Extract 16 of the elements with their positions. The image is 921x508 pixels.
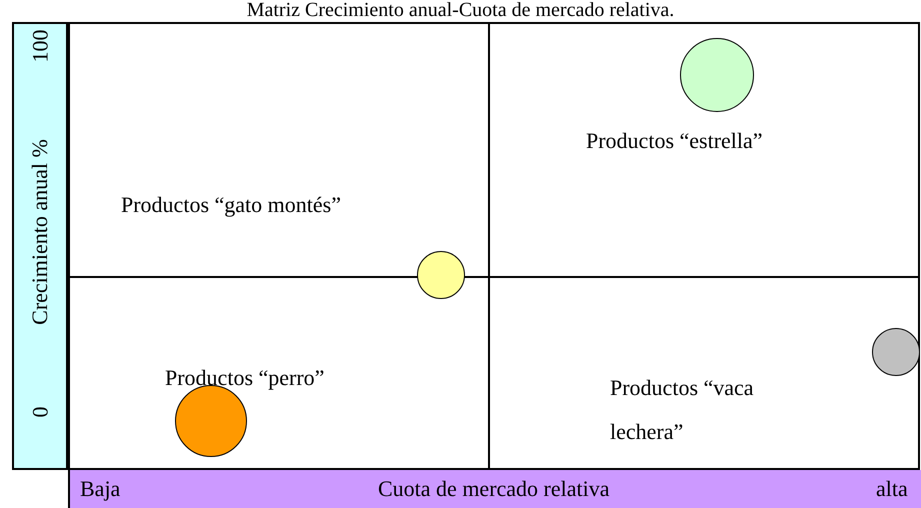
axis-title: Crecimiento anual % [26,139,53,325]
chart-title: Matriz Crecimiento anual-Cuota de mercado relativa. [246,0,676,21]
quadrant-cell [489,22,920,277]
axis-tick-label: 100 [27,30,53,62]
axis-title: Cuota de mercado relativa [378,476,610,502]
axis-end-label: alta [876,476,908,502]
bubble-circle [872,328,920,376]
axis-end-label: Baja [80,476,120,502]
quadrant-cell [489,277,920,470]
quadrant-label: Productos “vaca lechera” [610,374,755,446]
quadrant-label: Productos “gato montés” [121,191,342,219]
quadrant-label: Productos “estrella” [586,127,764,155]
bubble-circle [417,251,465,299]
axis-tick-label: 0 [27,406,53,418]
quadrant-label: Productos “perro” [165,364,326,392]
quadrant-cell [68,22,489,277]
